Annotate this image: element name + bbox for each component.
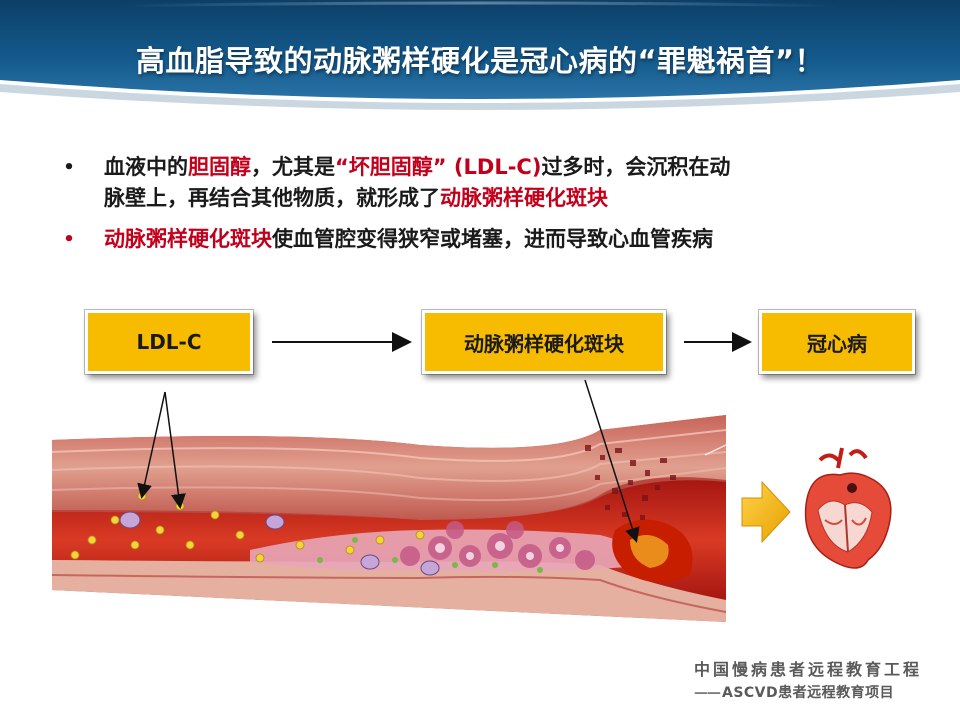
artery-illustration bbox=[51, 415, 727, 622]
bullet-1-seg-1: 血液中的 bbox=[104, 155, 188, 179]
bullet-2-seg-2: 使血管腔变得狭窄或堵塞，进而导致心血管疾病 bbox=[272, 227, 713, 251]
bullet-1-seg-6: 脉壁上，再结合其他物质，就形成了 bbox=[104, 186, 440, 210]
pointer-line-plaque bbox=[584, 379, 640, 543]
flow-box-plaque-label: 动脉粥样硬化斑块 bbox=[464, 331, 624, 356]
heart-icon bbox=[804, 447, 892, 569]
bullet-2-seg-1: 动脉粥样硬化斑块 bbox=[104, 227, 272, 251]
gold-arrow-icon bbox=[741, 480, 791, 544]
pointer-line-ldl-2 bbox=[164, 391, 186, 509]
bullet-list: • 血液中的胆固醇，尤其是“坏胆固醇” (LDL-C)过多时，会沉积在动 脉壁上… bbox=[62, 152, 922, 265]
footer-project-name: 中国慢病患者远程教育工程 bbox=[693, 660, 922, 679]
bullet-marker: • bbox=[63, 229, 75, 250]
bullet-1: • 血液中的胆固醇，尤其是“坏胆固醇” (LDL-C)过多时，会沉积在动 脉壁上… bbox=[62, 152, 922, 214]
bullet-1-seg-3: ，尤其是 bbox=[251, 155, 335, 179]
bullet-1-seg-5: 过多时，会沉积在动 bbox=[541, 155, 731, 179]
bullet-1-seg-7: 动脉粥样硬化斑块 bbox=[440, 186, 608, 210]
footer-subtitle-text: ASCVD患者远程教育项目 bbox=[721, 685, 895, 701]
footer-dash: —— bbox=[693, 685, 721, 701]
footer: 中国慢病患者远程教育工程 ——ASCVD患者远程教育项目 bbox=[694, 656, 922, 702]
bullet-1-seg-4: “坏胆固醇” (LDL-C) bbox=[335, 155, 542, 179]
header-banner: 高血脂导致的动脉粥样硬化是冠心病的“罪魁祸首”！ bbox=[0, 0, 960, 118]
flow-box-ldl-c-label: LDL-C bbox=[136, 330, 202, 354]
flow-box-chd-label: 冠心病 bbox=[807, 331, 867, 356]
bullet-marker: • bbox=[63, 157, 75, 178]
footer-subtitle: ——ASCVD患者远程教育项目 bbox=[694, 682, 922, 702]
flow-box-chd: 冠心病 bbox=[759, 310, 915, 374]
slide-title: 高血脂导致的动脉粥样硬化是冠心病的“罪魁祸首”！ bbox=[135, 44, 825, 78]
bullet-2: • 动脉粥样硬化斑块使血管腔变得狭窄或堵塞，进而导致心血管疾病 bbox=[62, 224, 922, 255]
pointer-line-ldl-1 bbox=[137, 391, 166, 499]
flow-box-ldl-c: LDL-C bbox=[85, 310, 253, 374]
header-background bbox=[0, 0, 960, 110]
bullet-1-seg-2: 胆固醇 bbox=[188, 155, 251, 179]
flow-box-plaque: 动脉粥样硬化斑块 bbox=[422, 310, 666, 374]
artery-diagram bbox=[51, 332, 892, 622]
